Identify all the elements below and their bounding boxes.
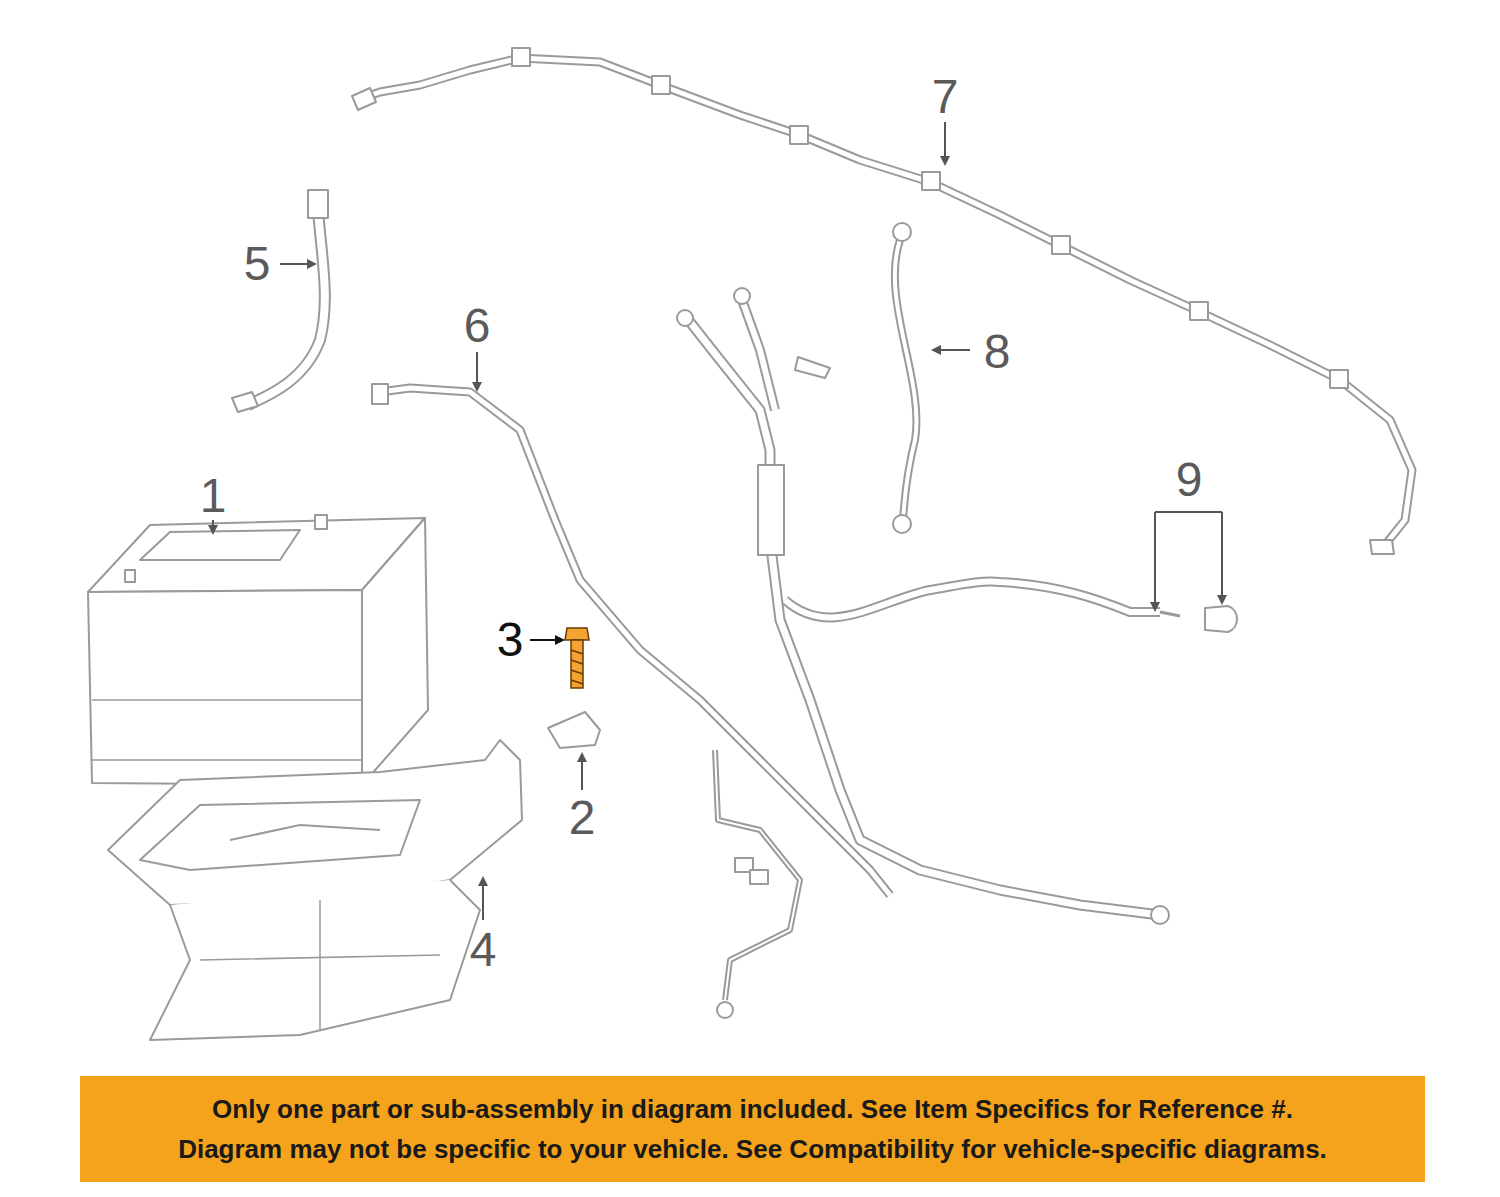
notice-banner: Only one part or sub-assembly in diagram… xyxy=(80,1076,1425,1182)
callout-number: 6 xyxy=(464,302,491,350)
callout-number: 4 xyxy=(470,926,497,974)
callout-number: 5 xyxy=(244,240,271,288)
callout-number: 2 xyxy=(569,794,596,842)
callout-number: 1 xyxy=(200,472,227,520)
callout-number: 3 xyxy=(497,616,524,664)
callout-number: 9 xyxy=(1176,456,1203,504)
notice-text: Only one part or sub-assembly in diagram… xyxy=(212,1089,1293,1129)
callout-number: 7 xyxy=(932,73,959,121)
notice-text: Diagram may not be specific to your vehi… xyxy=(178,1129,1327,1169)
callout-number: 8 xyxy=(984,328,1011,376)
